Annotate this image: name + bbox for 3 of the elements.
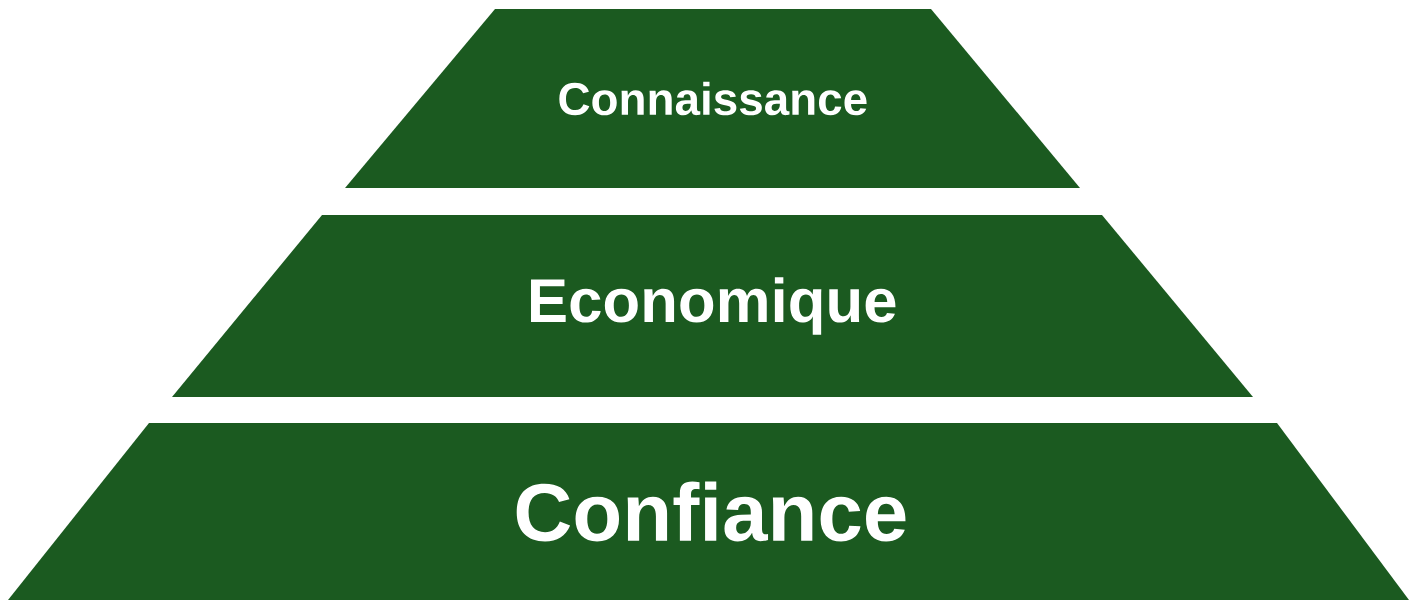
- pyramid-band: Confiance: [8, 423, 1409, 600]
- pyramid-band: Economique: [172, 215, 1253, 397]
- pyramid-band: Connaissance: [345, 9, 1080, 188]
